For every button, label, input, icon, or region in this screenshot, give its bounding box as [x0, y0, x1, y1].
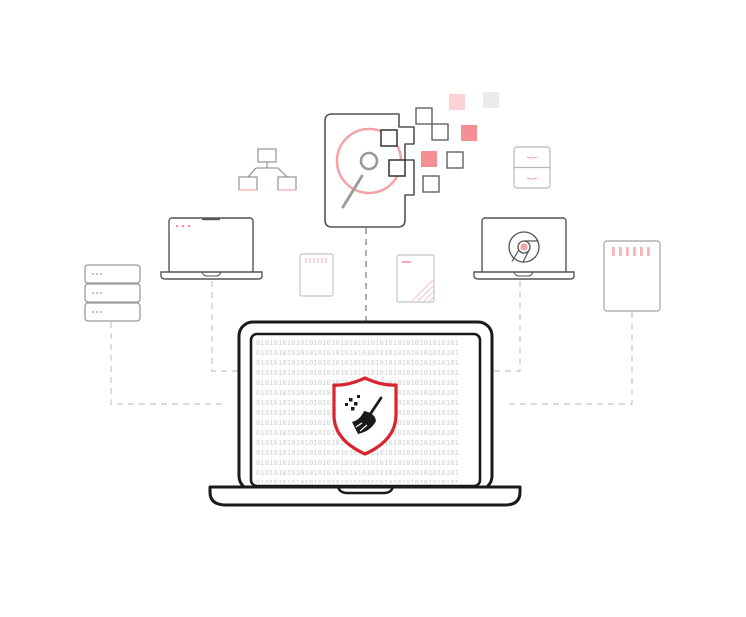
connector-lines [110, 228, 633, 405]
cabinet-icon [513, 146, 551, 189]
binary-row: 0101010101010101010101010101010101010101… [256, 339, 459, 347]
browser-logo-icon [508, 231, 540, 263]
left-laptop-icon [160, 217, 263, 280]
sd-card-small-icon [299, 253, 334, 297]
right-laptop-icon [473, 217, 575, 280]
connector-sd-large [510, 312, 633, 405]
connector-server [110, 322, 222, 405]
binary-row: 0101010101010101010101010101010101010101… [256, 459, 459, 467]
document-icon [396, 254, 435, 303]
connector-left-laptop [211, 281, 238, 372]
connector-right-laptop [492, 281, 521, 372]
binary-row: 0101010101010101010101010101010101010101… [256, 349, 459, 357]
binary-row: 0101010101010101010101010101010101010101… [256, 469, 459, 477]
org-chart-icon [238, 148, 297, 191]
binary-row: 0101010101010101010101010101010101010101… [256, 369, 459, 377]
sd-card-large-icon [603, 240, 661, 312]
binary-row: 0101010101010101010101010101010101010101… [256, 449, 459, 457]
shield-broom-icon [332, 376, 398, 456]
binary-row: 0101010101010101010101010101010101010101… [256, 479, 459, 487]
server-stack-icon [84, 264, 141, 322]
data-fragments-icon [380, 92, 499, 193]
binary-row: 0101010101010101010101010101010101010101… [256, 359, 459, 367]
